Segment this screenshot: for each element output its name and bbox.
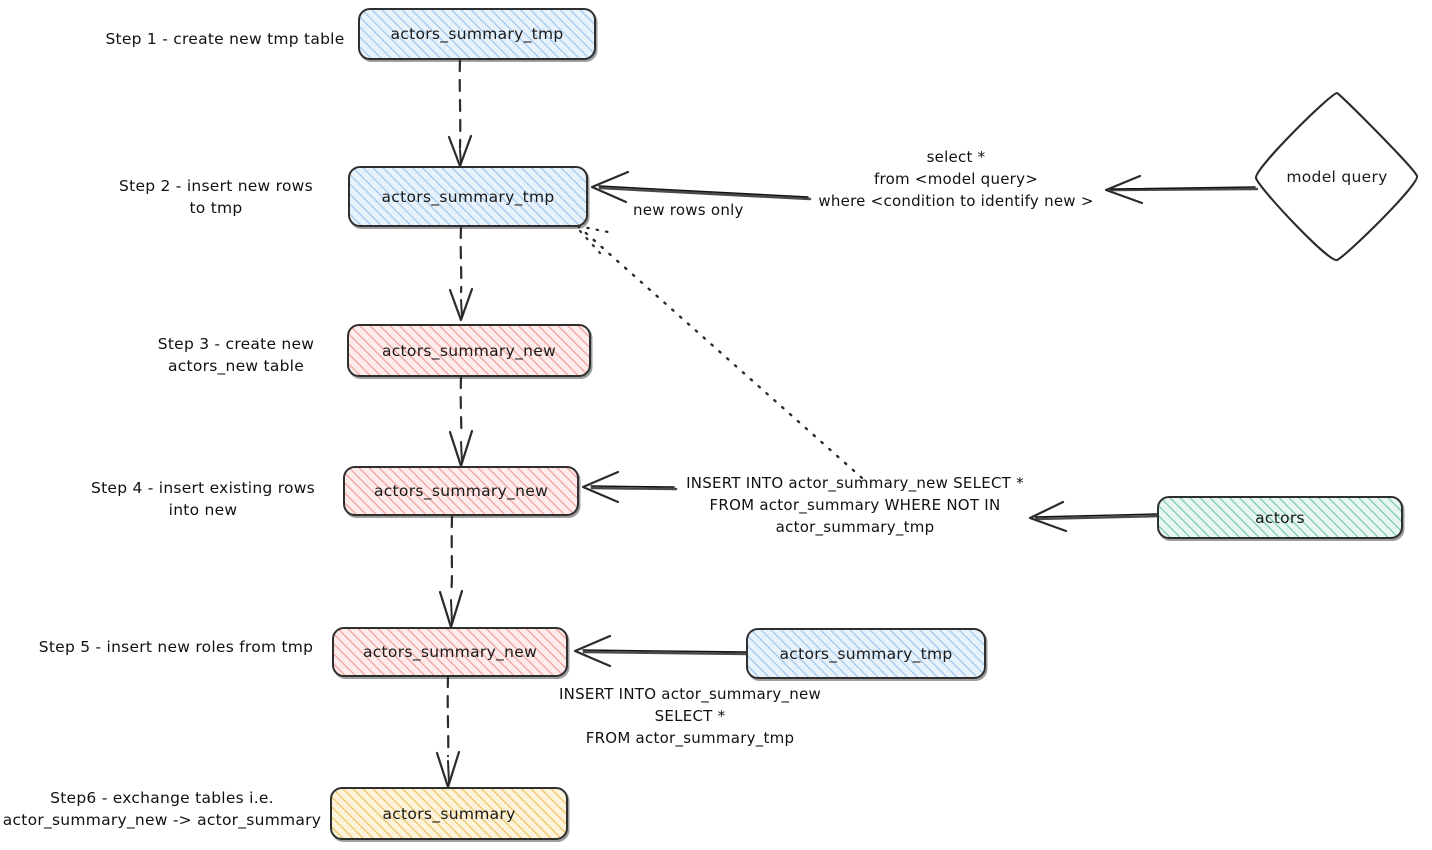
model-query-diamond-shape xyxy=(1254,91,1419,262)
node-label: actors_summary_new xyxy=(362,643,538,661)
step-4-label: Step 4 - insert existing rows into new xyxy=(91,479,315,520)
dotted-link-step2-to-step4-sql xyxy=(576,224,864,480)
arrow-actors-to-step4 xyxy=(1028,500,1161,533)
node-actors-summary-tmp-step2[interactable]: actors_summary_tmp xyxy=(348,166,588,227)
node-label: actors_summary_tmp xyxy=(390,25,564,43)
step-1-label: Step 1 - create new tmp table xyxy=(105,30,345,48)
step-6-label: Step6 - exchange tables i.e. actor_summa… xyxy=(2,789,322,830)
node-label: actors_summary_tmp xyxy=(779,644,953,663)
arrow-step2-to-step3 xyxy=(448,225,474,322)
node-label: actors_summary_tmp xyxy=(381,187,555,206)
node-actors-summary-tmp-step1[interactable]: actors_summary_tmp xyxy=(358,8,596,60)
edge-label-insert-existing-sql: INSERT INTO actor_summary_new SELECT * F… xyxy=(686,474,1024,536)
arrow-sql-to-step2 xyxy=(590,170,812,204)
step-3-label: Step 3 - create new actors_new table xyxy=(157,335,315,376)
node-model-query[interactable]: model query xyxy=(1254,90,1420,264)
edge-label-model-query-sql: select * from <model query> where <condi… xyxy=(818,148,1094,210)
node-actors-summary-new-step5[interactable]: actors_summary_new xyxy=(332,627,568,677)
node-actors-summary-tmp-step5-source[interactable]: actors_summary_tmp xyxy=(746,628,986,679)
arrow-step1-to-step2 xyxy=(447,58,473,168)
edge-label-insert-from-tmp-sql: INSERT INTO actor_summary_new SELECT * F… xyxy=(559,685,821,747)
edge-label-new-rows-only: new rows only xyxy=(633,201,744,219)
node-label: actors xyxy=(1255,508,1305,527)
step-5-label: Step 5 - insert new roles from tmp xyxy=(38,638,314,656)
node-label: actors_summary xyxy=(382,804,516,823)
arrow-step3-to-step4 xyxy=(448,375,474,468)
arrow-step5-to-step6 xyxy=(435,674,461,789)
step-2-label: Step 2 - insert new rows to tmp xyxy=(119,177,313,218)
arrow-step4-to-step5 xyxy=(438,514,464,629)
node-actors-summary-step6[interactable]: actors_summary xyxy=(330,787,568,840)
arrow-sql-to-step4-box xyxy=(581,470,678,504)
node-actors-source[interactable]: actors xyxy=(1157,496,1403,539)
arrow-modelquery-to-sql xyxy=(1104,174,1259,205)
node-actors-summary-new-step4[interactable]: actors_summary_new xyxy=(343,466,579,516)
arrow-tmp-to-step5 xyxy=(573,634,750,668)
node-actors-summary-new-step3[interactable]: actors_summary_new xyxy=(347,324,591,377)
node-label: actors_summary_new xyxy=(373,482,549,500)
node-label: actors_summary_new xyxy=(381,341,557,360)
node-label: model query xyxy=(1286,168,1388,186)
